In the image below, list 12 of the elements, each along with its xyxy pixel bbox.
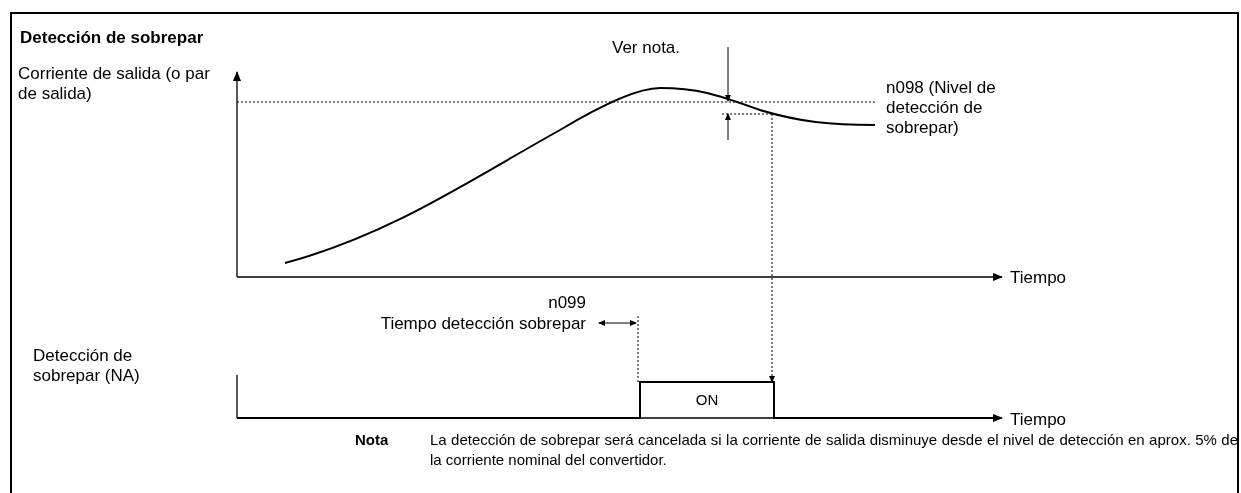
pulse-label: ON	[694, 390, 720, 410]
note-text: La detección de sobrepar será cancelada si la corriente de salida disminuye desde el nivel de detección en aprox. 5% de la corriente nominal del convertidor.	[430, 430, 1238, 470]
level-label: n098 (Nivel de detección de sobrepar)	[886, 78, 997, 138]
time-axis-label: Tiempo	[1010, 410, 1067, 430]
diagram-title: Detección de sobrepar	[20, 28, 204, 48]
y-axis-label: Corriente de salida (o par de salida)	[18, 64, 211, 104]
delay-label: Tiempo detección sobrepar	[379, 314, 586, 334]
signal-label: Detección de sobrepar (NA)	[33, 346, 141, 386]
note-reference: Ver nota.	[612, 38, 681, 58]
parameter-label: n099	[547, 293, 586, 313]
note-heading: Nota	[355, 430, 389, 450]
x-axis-label: Tiempo	[1010, 268, 1067, 288]
